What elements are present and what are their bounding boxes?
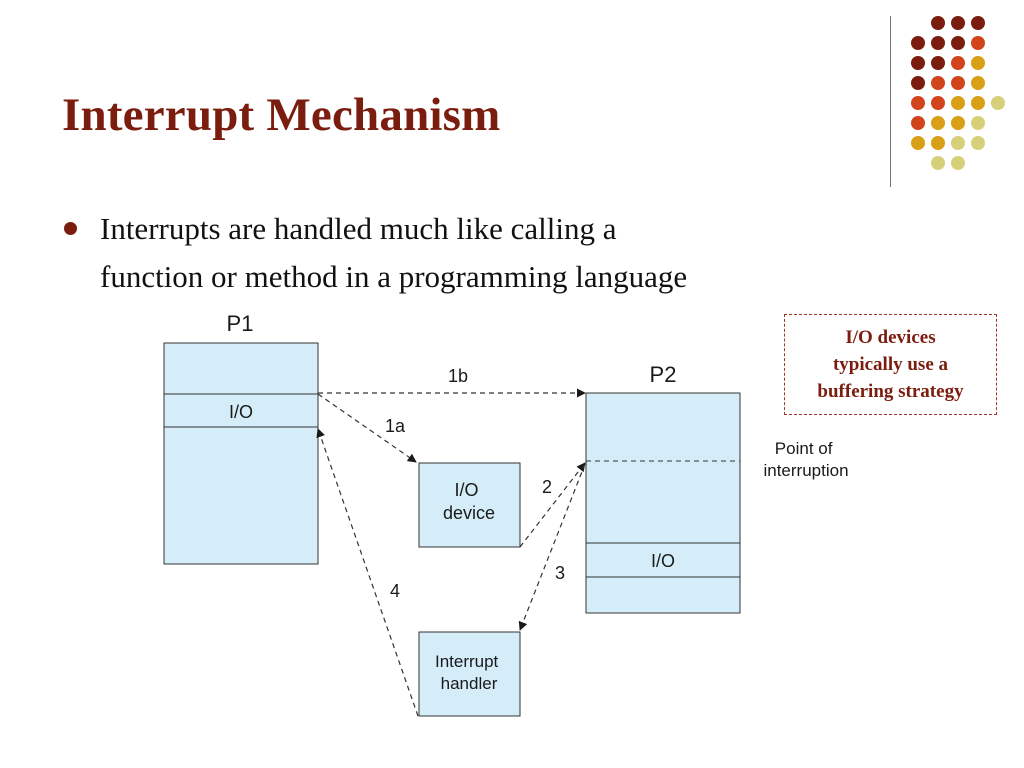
decorative-dots-logo	[911, 16, 1005, 170]
slide-title: Interrupt Mechanism	[62, 89, 501, 141]
logo-dot	[951, 136, 965, 150]
logo-dot	[931, 96, 945, 110]
logo-dot	[991, 96, 1005, 110]
arrow-1a	[317, 393, 417, 463]
logo-dot	[971, 56, 985, 70]
logo-dot	[971, 136, 985, 150]
step-1a-label: 1a	[385, 416, 406, 436]
step-4-label: 4	[390, 581, 400, 601]
logo-dot	[971, 116, 985, 130]
decorative-divider	[890, 16, 891, 187]
step-1b-label: 1b	[448, 366, 468, 386]
logo-dot	[911, 36, 925, 50]
io-device-label: I/O device	[443, 480, 495, 523]
logo-dot	[951, 96, 965, 110]
arrow-4	[316, 428, 419, 717]
logo-dot	[931, 136, 945, 150]
p2-label: P2	[650, 362, 677, 387]
bullet-text: Interrupts are handled much like calling…	[100, 205, 902, 301]
logo-dot	[971, 16, 985, 30]
logo-dot	[911, 56, 925, 70]
logo-dot	[911, 116, 925, 130]
logo-dot	[971, 76, 985, 90]
bullet-marker	[64, 222, 77, 235]
logo-dot	[911, 76, 925, 90]
io-device-line-1: I/O	[454, 480, 478, 500]
logo-dot	[951, 16, 965, 30]
logo-dot	[971, 36, 985, 50]
logo-dot	[951, 156, 965, 170]
logo-dot	[931, 116, 945, 130]
arrow-3	[518, 463, 586, 631]
point-of-interruption-label: Point of interruption	[763, 439, 848, 480]
logo-dot	[931, 36, 945, 50]
interrupt-handler-label: Interrupt handler	[435, 652, 503, 693]
p1-box	[163, 342, 319, 565]
logo-dot	[911, 136, 925, 150]
logo-dot	[951, 116, 965, 130]
logo-dot	[951, 76, 965, 90]
io-device-line-2: device	[443, 503, 495, 523]
point-of-interruption-line-2: interruption	[763, 461, 848, 480]
step-3-label: 3	[555, 563, 565, 583]
callout-box: I/O devices typically use a buffering st…	[784, 314, 997, 415]
interrupt-handler-line-1: Interrupt	[435, 652, 499, 671]
callout-text: I/O devices typically use a buffering st…	[817, 327, 964, 402]
p2-box	[585, 392, 741, 614]
interrupt-handler-box	[418, 631, 521, 717]
bullet-text-line-2: function or method in a programming lang…	[100, 259, 688, 294]
bullet-list: Interrupts are handled much like calling…	[62, 205, 902, 301]
logo-dot	[951, 56, 965, 70]
logo-dot	[951, 36, 965, 50]
arrow-2	[519, 462, 586, 548]
p1-io-label: I/O	[229, 402, 253, 422]
logo-dot	[931, 56, 945, 70]
logo-dot	[931, 76, 945, 90]
logo-dot	[931, 16, 945, 30]
io-device-box	[418, 462, 521, 548]
p1-label: P1	[227, 311, 254, 336]
interrupt-handler-line-2: handler	[441, 674, 498, 693]
logo-dot	[911, 96, 925, 110]
logo-dot	[971, 96, 985, 110]
bullet-text-line-1: Interrupts are handled much like calling…	[100, 211, 617, 246]
p2-io-label: I/O	[651, 551, 675, 571]
point-of-interruption-line-1: Point of	[775, 439, 833, 458]
step-2-label: 2	[542, 477, 552, 497]
logo-dot	[931, 156, 945, 170]
